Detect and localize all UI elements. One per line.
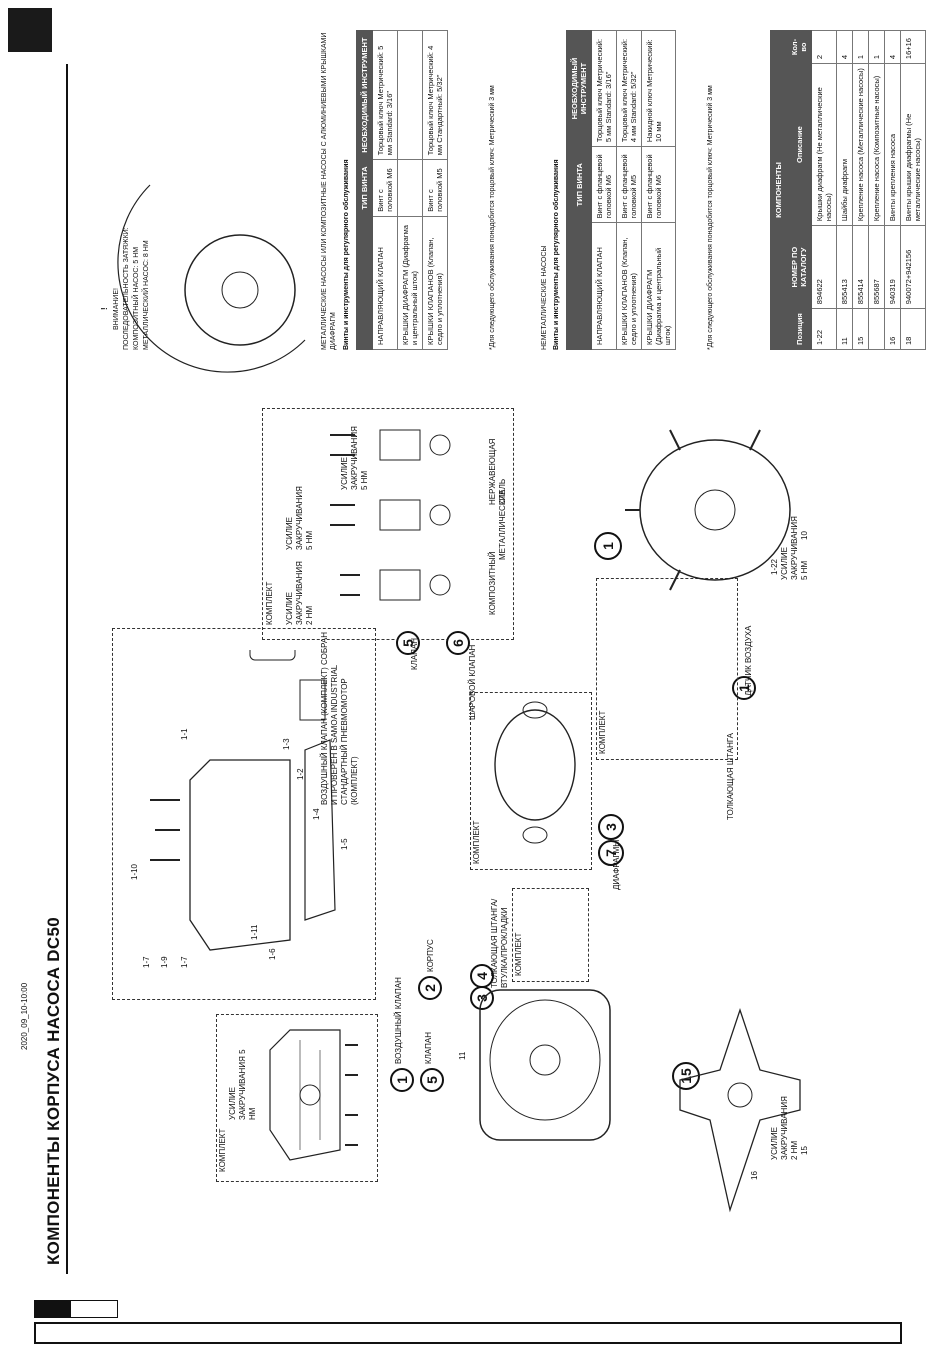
- nonmetal-caption-sub: Винты и инструменты для регулярного обсл…: [553, 159, 560, 350]
- torque-5nm-cover: УСИЛИЕ ЗАКРУЧИВАНИЯ 5 НМ: [780, 516, 809, 580]
- part-1-22: 1-22: [770, 558, 779, 575]
- diaphragm-drawing: [494, 701, 576, 844]
- kit-label-5: КОМПЛЕКТ: [598, 710, 607, 754]
- revision-date: 2020_09_10-10:00: [20, 982, 29, 1050]
- metal-note: *Для следующего обслуживания понадобится…: [489, 85, 496, 350]
- torque-2nm-mount: УСИЛИЕ ЗАКРУЧИВАНИЯ 2 НМ: [770, 1096, 799, 1160]
- page-title: КОМПОНЕНТЫ КОРПУСА НАСОСА DC50: [44, 917, 63, 1265]
- part-16: 16: [750, 1171, 759, 1180]
- footer-bar: [34, 1322, 902, 1344]
- torque-sequence-drawing: [117, 184, 306, 373]
- warning-line2: ПОСЛЕДОВАТЕЛЬНОСТЬ ЗАТЯЖКИ:: [123, 227, 130, 350]
- part-1-2: 1-2: [296, 768, 305, 780]
- part-15: 15: [800, 1146, 809, 1155]
- warning-mark: !: [100, 307, 109, 310]
- nonmetal-caption: НЕМЕТАЛЛИЧЕСКИЕ НАСОСЫ: [541, 245, 548, 350]
- stainless-label: НЕРЖАВЕЮЩАЯ СТАЛЬ: [488, 438, 507, 505]
- pump-body-drawing: [479, 989, 611, 1141]
- part-1-1: 1-1: [180, 728, 189, 740]
- pump-mount-drawing: [679, 1007, 801, 1213]
- valves-drawing: [330, 429, 451, 601]
- callout-3-pushrod-2: 3: [598, 814, 624, 840]
- callout-2-body: 2: [418, 976, 442, 1000]
- part-1-3: 1-3: [282, 738, 291, 750]
- part-1-5: 1-5: [340, 838, 349, 850]
- diaphragms-label: ДИАФРАГМЫ: [612, 839, 621, 890]
- air-valve-cover-drawing: [269, 1029, 358, 1161]
- kit-label: КОМПЛЕКТ: [218, 1128, 227, 1172]
- air-sensor-label: ДАТЧИК ВОЗДУХА: [744, 625, 753, 696]
- part-1-8: 1-7: [142, 956, 151, 968]
- air-valve-label: ВОЗДУШНЫЙ КЛАПАН: [394, 977, 403, 1064]
- callout-1-cover: 1: [594, 532, 622, 560]
- title-rule: [66, 64, 68, 1274]
- nonmetal-note: *Для следующего обслуживания понадобится…: [707, 85, 714, 350]
- body-label: КОРПУС: [426, 939, 435, 972]
- callout-6-ball: 6: [446, 631, 470, 655]
- warning-line4: МЕТАЛЛИЧЕСКИЙ НАСОС: 8 НМ: [143, 240, 150, 350]
- part-1-9: 1-9: [160, 956, 169, 968]
- kit-label-2: КОМПЛЕКТ: [265, 581, 274, 625]
- valve-kit-label: КЛАПАН: [410, 637, 419, 670]
- part-11: 11: [458, 1051, 467, 1060]
- warning-line1: ВНИМАНИЕ!: [113, 288, 120, 330]
- valve-label: КЛАПАН: [424, 1031, 433, 1064]
- corner-mark: [8, 8, 52, 52]
- part-1-6: 1-6: [268, 948, 277, 960]
- callout-1-air-valve: 1: [390, 1068, 414, 1092]
- part-10: 10: [800, 531, 809, 540]
- composite-label: КОМПОЗИТНЫЙ: [488, 551, 497, 615]
- metal-caption-sub: Винты и инструменты для регулярного обсл…: [343, 159, 350, 350]
- part-1-7: 1-7: [180, 956, 189, 968]
- metal-caption: МЕТАЛЛИЧЕСКИЕ НАСОСЫ ИЛИ КОМПОЗИТНЫЕ НАС…: [321, 32, 337, 350]
- part-1-10: 1-10: [130, 863, 139, 880]
- kit-box-air-sensor: [596, 578, 738, 760]
- air-valve-exploded-drawing: [150, 650, 336, 951]
- diaphragm-cover-drawing: [625, 429, 791, 591]
- part-1-11: 1-11: [250, 924, 259, 940]
- warning-line3: КОМПОЗИТНЫЙ НАСОС: 5 НМ: [133, 246, 140, 350]
- part-1-4: 1-4: [312, 808, 321, 820]
- page-tab: [34, 1300, 118, 1318]
